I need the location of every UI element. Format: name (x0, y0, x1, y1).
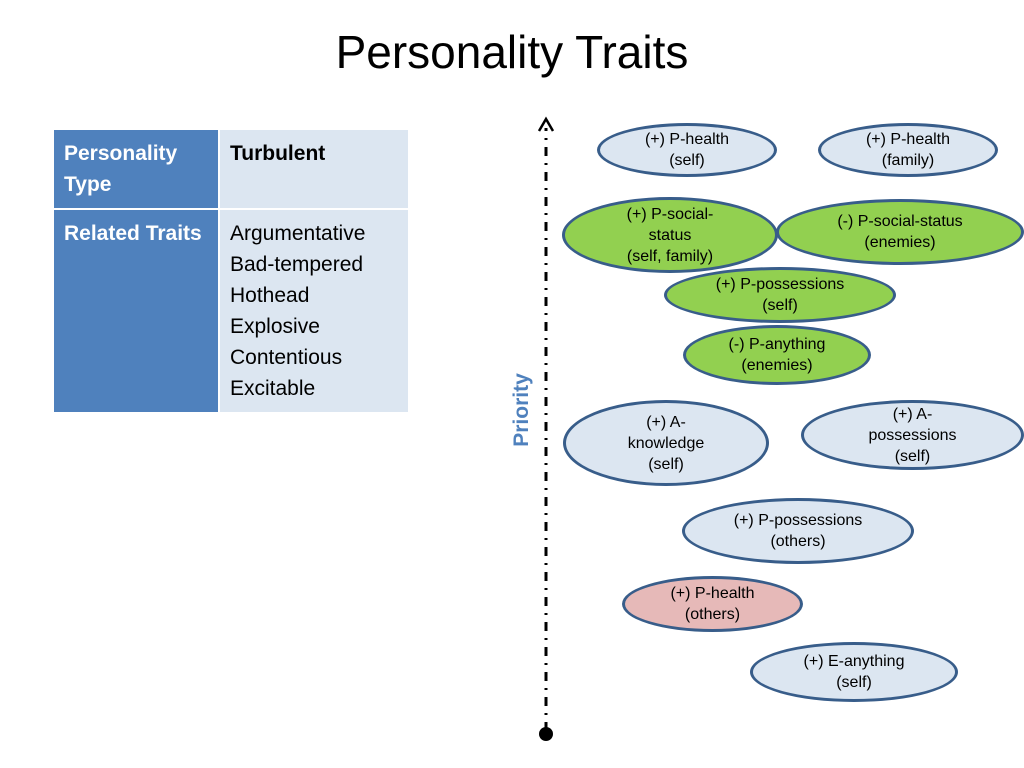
node-p-health-others: (+) P-health (others) (622, 576, 803, 632)
node-e-anything-self: (+) E-anything (self) (750, 642, 958, 702)
trait-item: Hothead (230, 284, 310, 307)
table-row: Personality Type Turbulent (52, 128, 410, 210)
personality-type-header: Personality Type (52, 128, 220, 210)
node-p-health-family: (+) P-health (family) (818, 123, 998, 177)
node-text: (+) A-possessions (self) (868, 404, 956, 467)
node-text-line: (self, family) (626, 247, 714, 265)
node-text-line: (others) (684, 606, 741, 623)
node-p-health-self: (+) P-health (self) (597, 123, 777, 177)
trait-item: Explosive (230, 315, 320, 338)
trait-item: Bad-tempered (230, 253, 364, 276)
node-text-line: (+) P-health (670, 585, 755, 602)
trait-item: Argumentative (230, 222, 366, 245)
node-text: (+) E-anything (self) (804, 651, 905, 693)
node-text-line: (self) (648, 455, 684, 473)
trait-item: Excitable (230, 377, 316, 400)
node-text-line: (enemies) (741, 357, 813, 374)
node-text: (+) P-health (self) (645, 129, 729, 171)
node-text-line: (-) P-anything (728, 336, 826, 353)
node-text-line: (-) P-social-status (837, 213, 963, 230)
node-a-possessions-self: (+) A-possessions (self) (801, 400, 1024, 470)
trait-item: Contentious (230, 346, 343, 369)
node-text-line: (self) (836, 674, 872, 691)
personality-type-value: Turbulent (218, 128, 410, 210)
node-text: (-) P-social-status (enemies) (837, 211, 962, 253)
related-traits-header: Related Traits (52, 208, 220, 414)
node-text-line: possessions (868, 426, 957, 444)
priority-axis-label: Priority (510, 373, 533, 447)
node-text-line: (self) (762, 297, 798, 314)
node-text-line: (+) P-possessions (715, 276, 845, 293)
node-text-line: (others) (770, 533, 826, 550)
node-text-line: (self) (894, 447, 931, 465)
node-p-possessions-others: (+) P-possessions (others) (682, 498, 914, 564)
node-text: (+) P-possessions (others) (734, 510, 863, 552)
axis-origin-dot (539, 727, 553, 741)
node-text-line: (+) P-health (644, 131, 730, 148)
node-text-line: (+) A- (646, 413, 686, 431)
related-traits-list: Argumentative Bad-tempered Hothead Explo… (218, 208, 410, 414)
node-text: (+) P-health (family) (866, 129, 950, 171)
node-text: (+) P-health (others) (670, 583, 754, 625)
node-text-line: (enemies) (864, 234, 936, 251)
node-text: (+) P-possessions (self) (716, 274, 845, 316)
node-text-line: (+) E-anything (803, 653, 905, 670)
node-p-social-status-self-family: (+) P-social-status (self, family) (562, 197, 778, 273)
node-text: (+) P-social-status (self, family) (627, 204, 714, 267)
node-p-social-status-enemies: (-) P-social-status (enemies) (776, 199, 1024, 265)
node-p-anything-enemies: (-) P-anything (enemies) (683, 325, 871, 385)
node-text-line: (+) P-social- (626, 205, 714, 223)
node-text-line: (self) (669, 152, 705, 169)
node-text-line: (family) (881, 152, 935, 169)
node-a-knowledge-self: (+) A-knowledge (self) (563, 400, 769, 486)
personality-table: Personality Type Turbulent Related Trait… (52, 128, 410, 414)
page-title: Personality Traits (335, 26, 689, 78)
node-text: (+) A-knowledge (self) (628, 412, 705, 475)
table-row: Related Traits Argumentative Bad-tempere… (52, 208, 410, 414)
arrow-up-icon (537, 116, 555, 132)
node-text-line: (+) P-health (865, 131, 951, 148)
node-text-line: knowledge (627, 434, 705, 452)
node-p-possessions-self: (+) P-possessions (self) (664, 267, 896, 323)
node-text: (-) P-anything (enemies) (729, 334, 826, 376)
node-text-line: (+) A- (892, 405, 933, 423)
node-text-line: (+) P-possessions (733, 512, 863, 529)
node-text-line: status (648, 226, 692, 244)
